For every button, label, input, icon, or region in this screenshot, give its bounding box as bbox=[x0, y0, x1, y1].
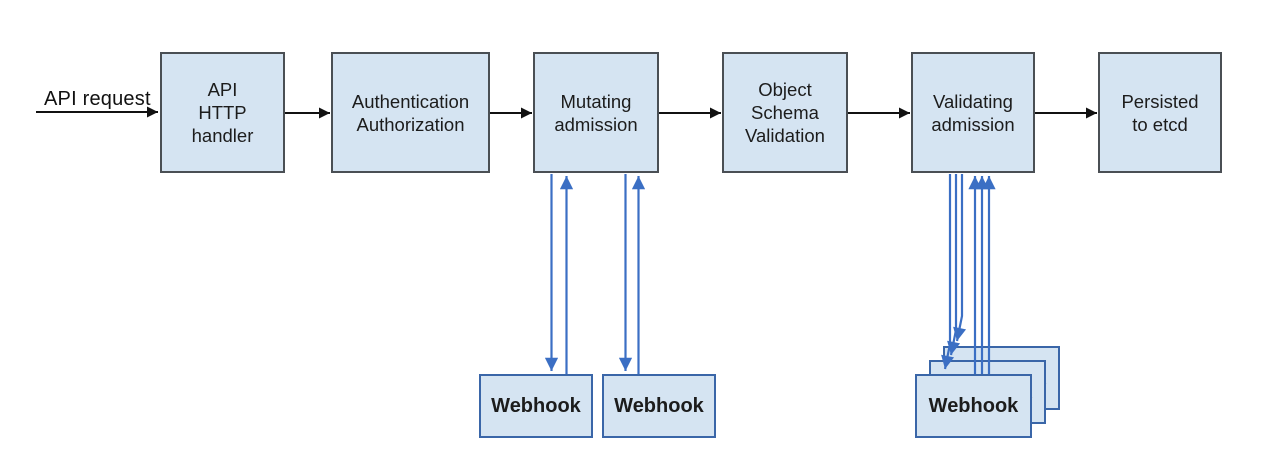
api-request-label: API request bbox=[44, 88, 151, 110]
node-label: Object Schema Validation bbox=[745, 79, 825, 146]
webhook-label: Webhook bbox=[928, 395, 1019, 417]
node-label: API HTTP handler bbox=[191, 79, 254, 146]
node-label: Mutating admission bbox=[554, 90, 638, 135]
node-label: Authentication Authorization bbox=[351, 90, 470, 135]
validating-webhook-front: Webhook bbox=[915, 374, 1032, 438]
mutating-webhook-2: Webhook bbox=[602, 374, 716, 438]
node-label: Persisted to etcd bbox=[1121, 90, 1199, 135]
arrow-validating-down-3 bbox=[953, 174, 967, 342]
blue-webhook-arrows bbox=[544, 174, 996, 374]
node-validating-admission: Validating admission bbox=[911, 52, 1035, 173]
node-authentication-authorization: Authentication Authorization bbox=[331, 52, 490, 173]
node-persisted-to-etcd: Persisted to etcd bbox=[1098, 52, 1222, 173]
webhook-label: Webhook bbox=[614, 395, 704, 417]
node-mutating-admission: Mutating admission bbox=[533, 52, 659, 173]
node-object-schema-validation: Object Schema Validation bbox=[722, 52, 848, 173]
mutating-webhook-1: Webhook bbox=[479, 374, 593, 438]
webhook-label: Webhook bbox=[491, 395, 581, 417]
node-api-http-handler: API HTTP handler bbox=[160, 52, 285, 173]
arrow-validating-down-2 bbox=[947, 174, 961, 356]
node-label: Validating admission bbox=[931, 90, 1015, 135]
arrow-validating-down-1 bbox=[941, 174, 955, 370]
